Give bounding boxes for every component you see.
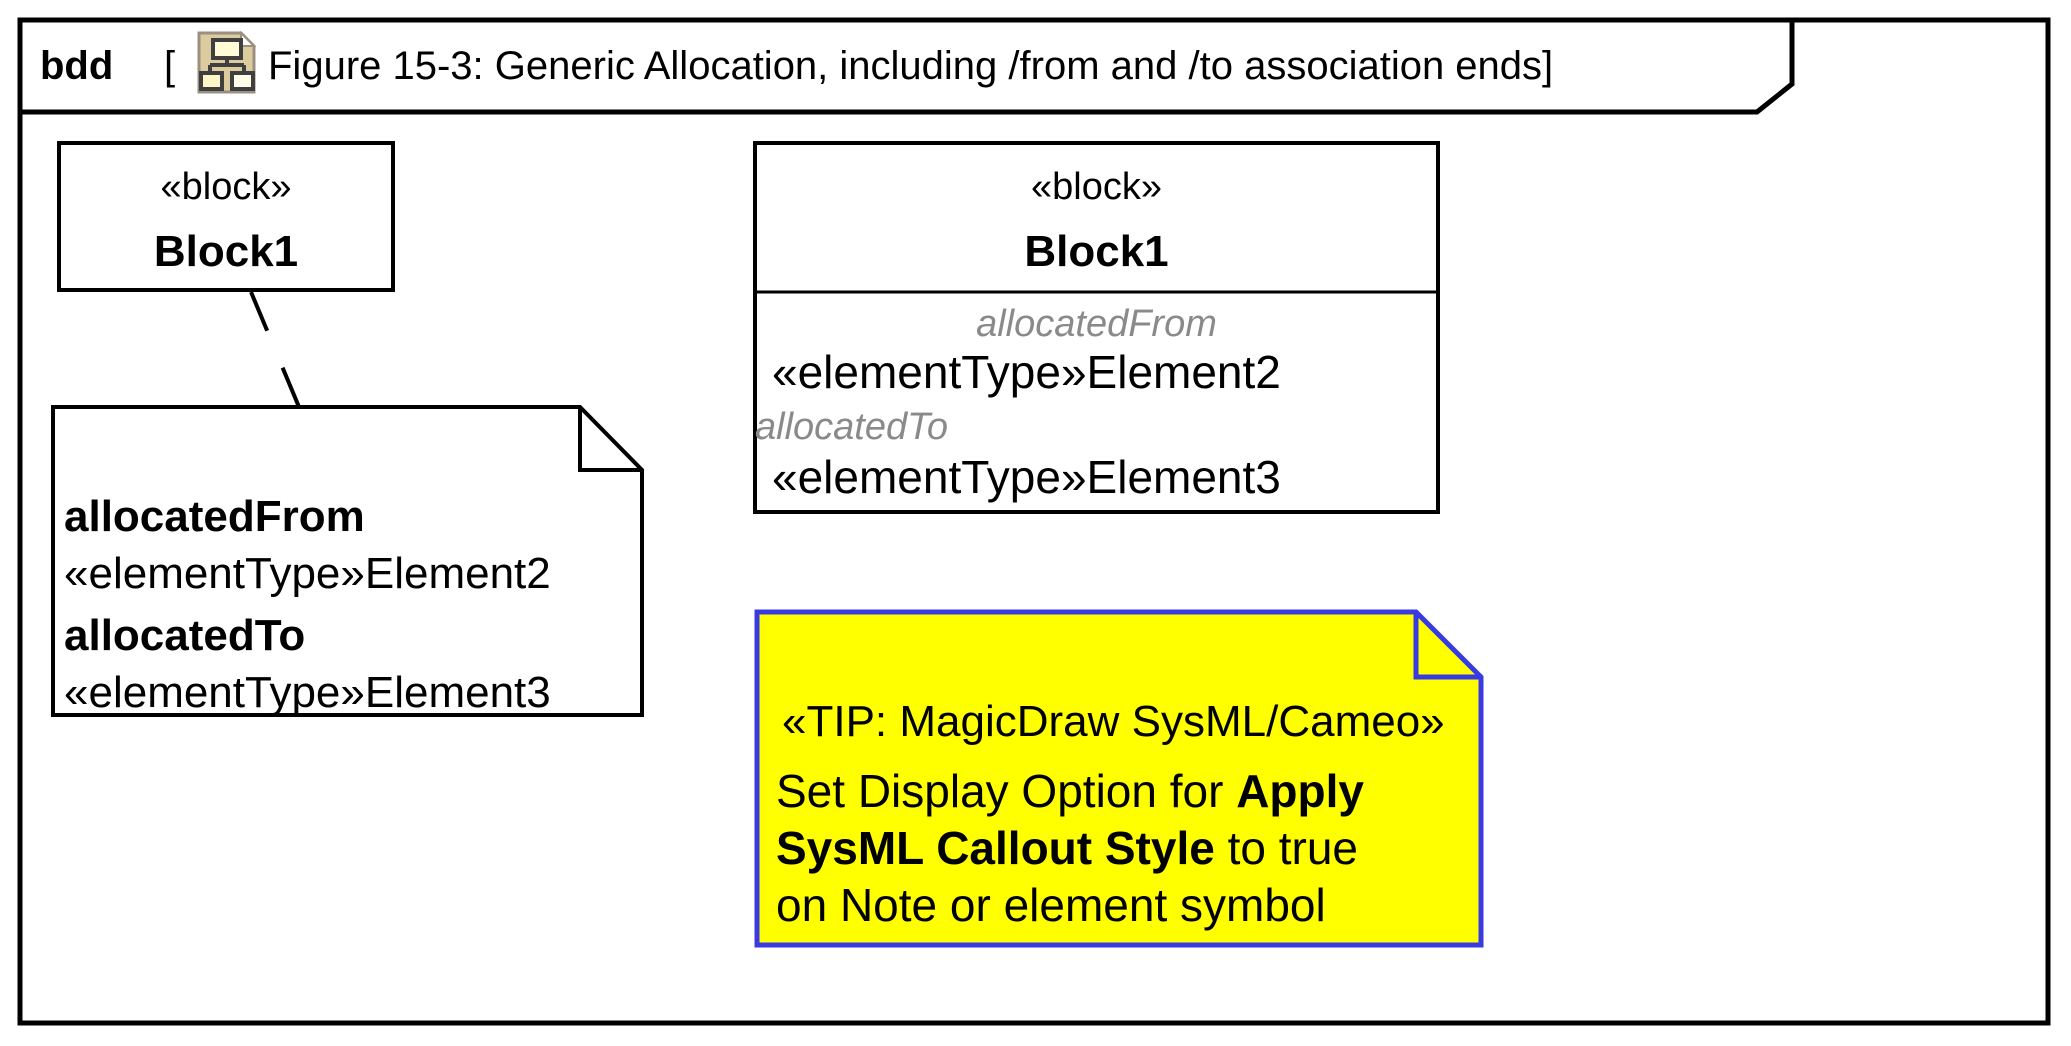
tip-note-line3-bold: SysML Callout Style — [776, 822, 1215, 874]
tip-note-line3: SysML Callout Style to true — [776, 821, 1358, 875]
callout-note-line: «elementType»Element3 — [64, 668, 551, 717]
right-block-name: Block1 — [1024, 227, 1169, 276]
content-diagram-icon — [197, 31, 257, 94]
tip-note-line4: on Note or element symbol — [776, 879, 1326, 931]
frame-title-tab — [17, 17, 1795, 115]
tip-note-line2-bold: Apply — [1236, 765, 1364, 817]
right-block-shape — [753, 141, 1440, 514]
tip-note-line2: Set Display Option for Apply — [776, 764, 1364, 818]
right-block-allocatedfrom-label: allocatedFrom — [976, 303, 1217, 345]
right-block-stereotype: «block» — [1031, 166, 1162, 208]
callout-note-fold-icon — [578, 407, 642, 472]
callout-note-line: allocatedTo — [64, 611, 306, 660]
right-block-allocatedto-label: allocatedTo — [755, 406, 948, 448]
left-block-shape — [57, 141, 395, 292]
right-block-allocatedto-value: «elementType»Element3 — [772, 451, 1281, 503]
tip-note-stereotype-line: «TIP: MagicDraw SysML/Cameo» — [782, 697, 1445, 746]
left-block-name: Block1 — [153, 227, 299, 276]
tip-note-shape — [754, 609, 1484, 948]
frame-title: Figure 15-3: Generic Allocation, includi… — [268, 42, 1553, 90]
tip-note-line3-regular: to true — [1214, 822, 1359, 874]
callout-note-line: allocatedFrom — [64, 492, 365, 541]
right-block-allocatedfrom-value: «elementType»Element2 — [772, 346, 1281, 398]
frame-bracket-close: ] — [1542, 44, 1554, 88]
frame-title-text: Figure 15-3: Generic Allocation, includi… — [268, 44, 1543, 88]
tip-note-line2-regular: Set Display Option for — [776, 765, 1237, 817]
callout-note-line: «elementType»Element2 — [64, 549, 551, 598]
frame-bracket-open: [ — [164, 44, 176, 88]
note-anchor-dashed-line — [249, 291, 301, 408]
left-block-stereotype: «block» — [160, 166, 292, 208]
frame-keyword: bdd — [40, 44, 114, 88]
callout-note-shape — [51, 405, 644, 717]
tip-note-fold-icon — [1413, 612, 1481, 680]
